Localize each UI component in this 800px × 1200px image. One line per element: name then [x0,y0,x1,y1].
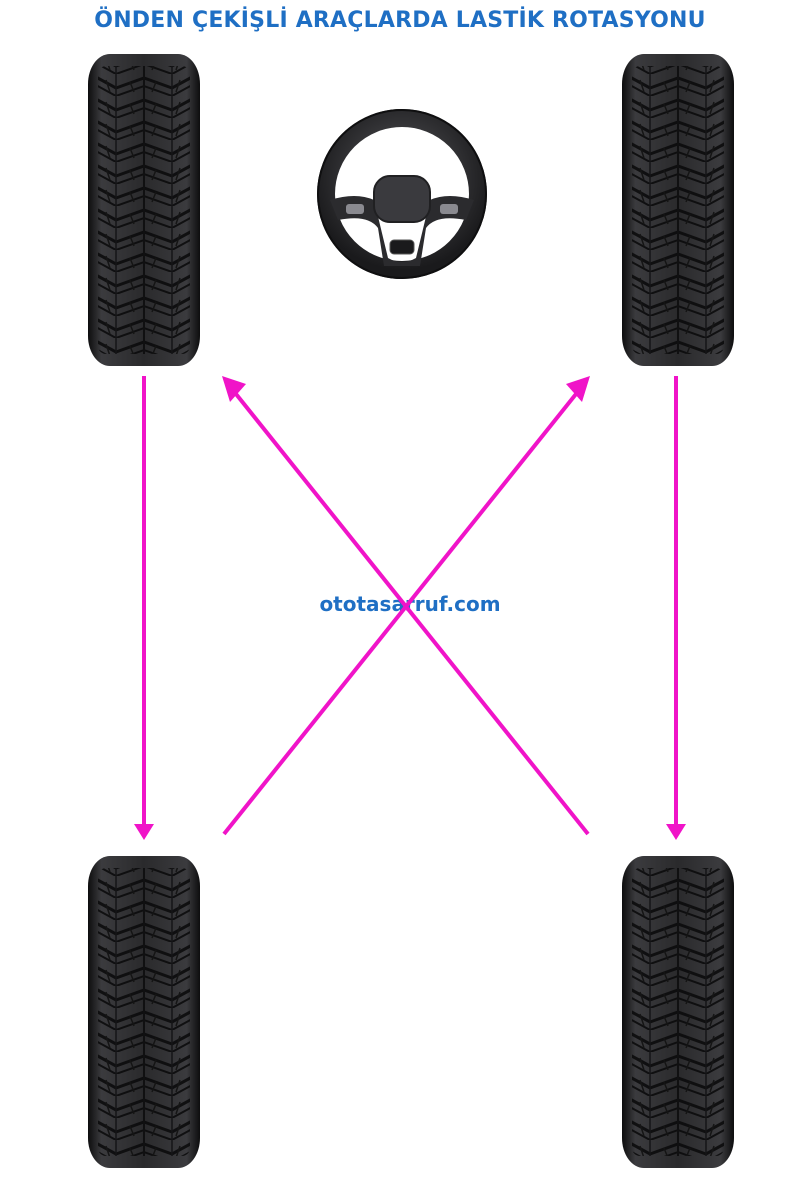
arrowhead-rear-right [666,824,686,840]
tire-rear-right [620,854,736,1170]
steering-wheel-icon [317,109,487,279]
arrowhead-rear-left [134,824,154,840]
steering-wheel [316,108,488,280]
arrowhead-front-left [222,376,246,402]
tire-rear-left [86,854,202,1170]
tire-front-right [620,52,736,368]
arrowhead-front-right [566,376,590,402]
tire-icon [88,856,200,1168]
tire-icon [88,54,200,366]
watermark-text: ototasarruf.com [319,592,501,616]
page-title: ÖNDEN ÇEKİŞLİ ARAÇLARDA LASTİK ROTASYONU [94,8,706,33]
tire-icon [622,54,734,366]
tire-front-left [86,52,202,368]
tire-icon [622,856,734,1168]
